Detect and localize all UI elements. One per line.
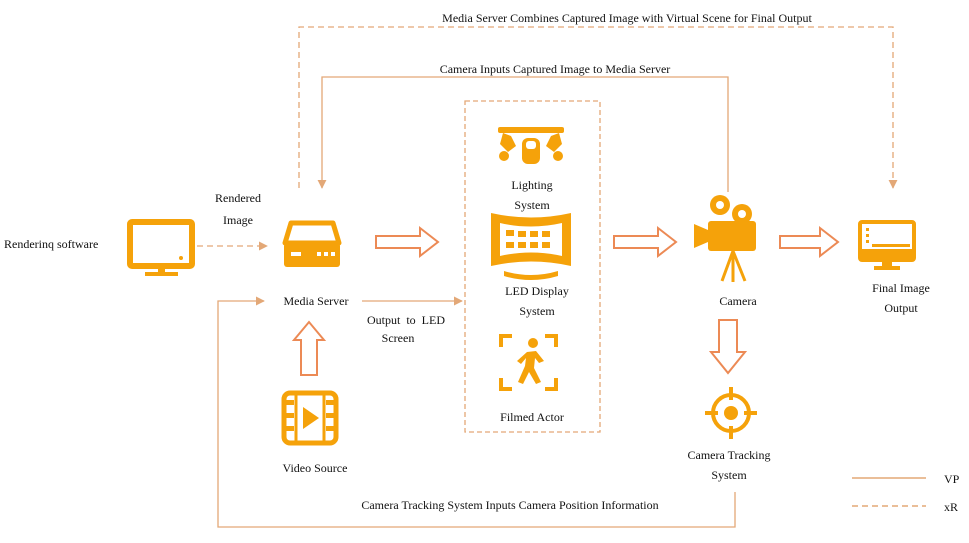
lighting-icon	[498, 127, 564, 164]
tracking-loop-line	[217, 296, 736, 528]
rendered-image-label-line1: Rendered	[215, 191, 261, 205]
camera-icon	[694, 195, 756, 282]
block-arrow-camera-to-tracking	[708, 319, 748, 375]
camera-to-server-line	[317, 76, 729, 192]
final-output-label-line2: Output	[884, 301, 918, 315]
led-display-label-line1: LED Display	[505, 284, 569, 298]
xr-loop-line	[298, 26, 898, 189]
block-arrow-server-to-led	[375, 225, 440, 259]
camera-label: Camera	[719, 294, 757, 308]
xr-flow-label: Media Server Combines Captured Image wit…	[442, 11, 812, 25]
video-source-label: Video Source	[282, 461, 348, 475]
legend-vp-label: VP	[944, 472, 960, 486]
lighting-label-line1: Lighting	[511, 178, 553, 192]
output-to-led-label-line1: Output to LED	[367, 313, 445, 327]
legend-xr-label: xR	[944, 500, 959, 514]
video-icon	[281, 390, 339, 446]
stage-box	[464, 100, 601, 433]
block-arrow-camera-to-output	[779, 225, 840, 259]
tracking-icon	[705, 387, 757, 439]
tracking-label-line2: System	[711, 468, 747, 482]
rendering-software-label: Renderinq software	[4, 237, 99, 251]
block-arrow-video-to-server	[291, 320, 327, 376]
led-display-icon	[491, 213, 571, 280]
filmed-actor-label: Filmed Actor	[500, 410, 564, 424]
final-output-label-line1: Final Image	[872, 281, 930, 295]
rendered-image-label-line2: Image	[223, 213, 253, 227]
final-output-icon	[858, 220, 916, 270]
media-server-icon	[282, 220, 342, 267]
camera-to-server-label: Camera Inputs Captured Image to Media Se…	[439, 62, 671, 76]
tracking-label-line1: Camera Tracking	[687, 448, 771, 462]
media-server-label: Media Server	[283, 294, 349, 308]
block-arrow-led-to-camera	[613, 225, 678, 259]
output-to-led-label-line2: Screen	[381, 331, 415, 345]
led-display-label-line2: System	[519, 304, 555, 318]
monitor-icon	[127, 219, 195, 276]
tracking-to-server-label: Camera Tracking System Inputs Camera Pos…	[361, 498, 659, 512]
lighting-label-line2: System	[514, 198, 550, 212]
actor-icon	[499, 334, 558, 391]
